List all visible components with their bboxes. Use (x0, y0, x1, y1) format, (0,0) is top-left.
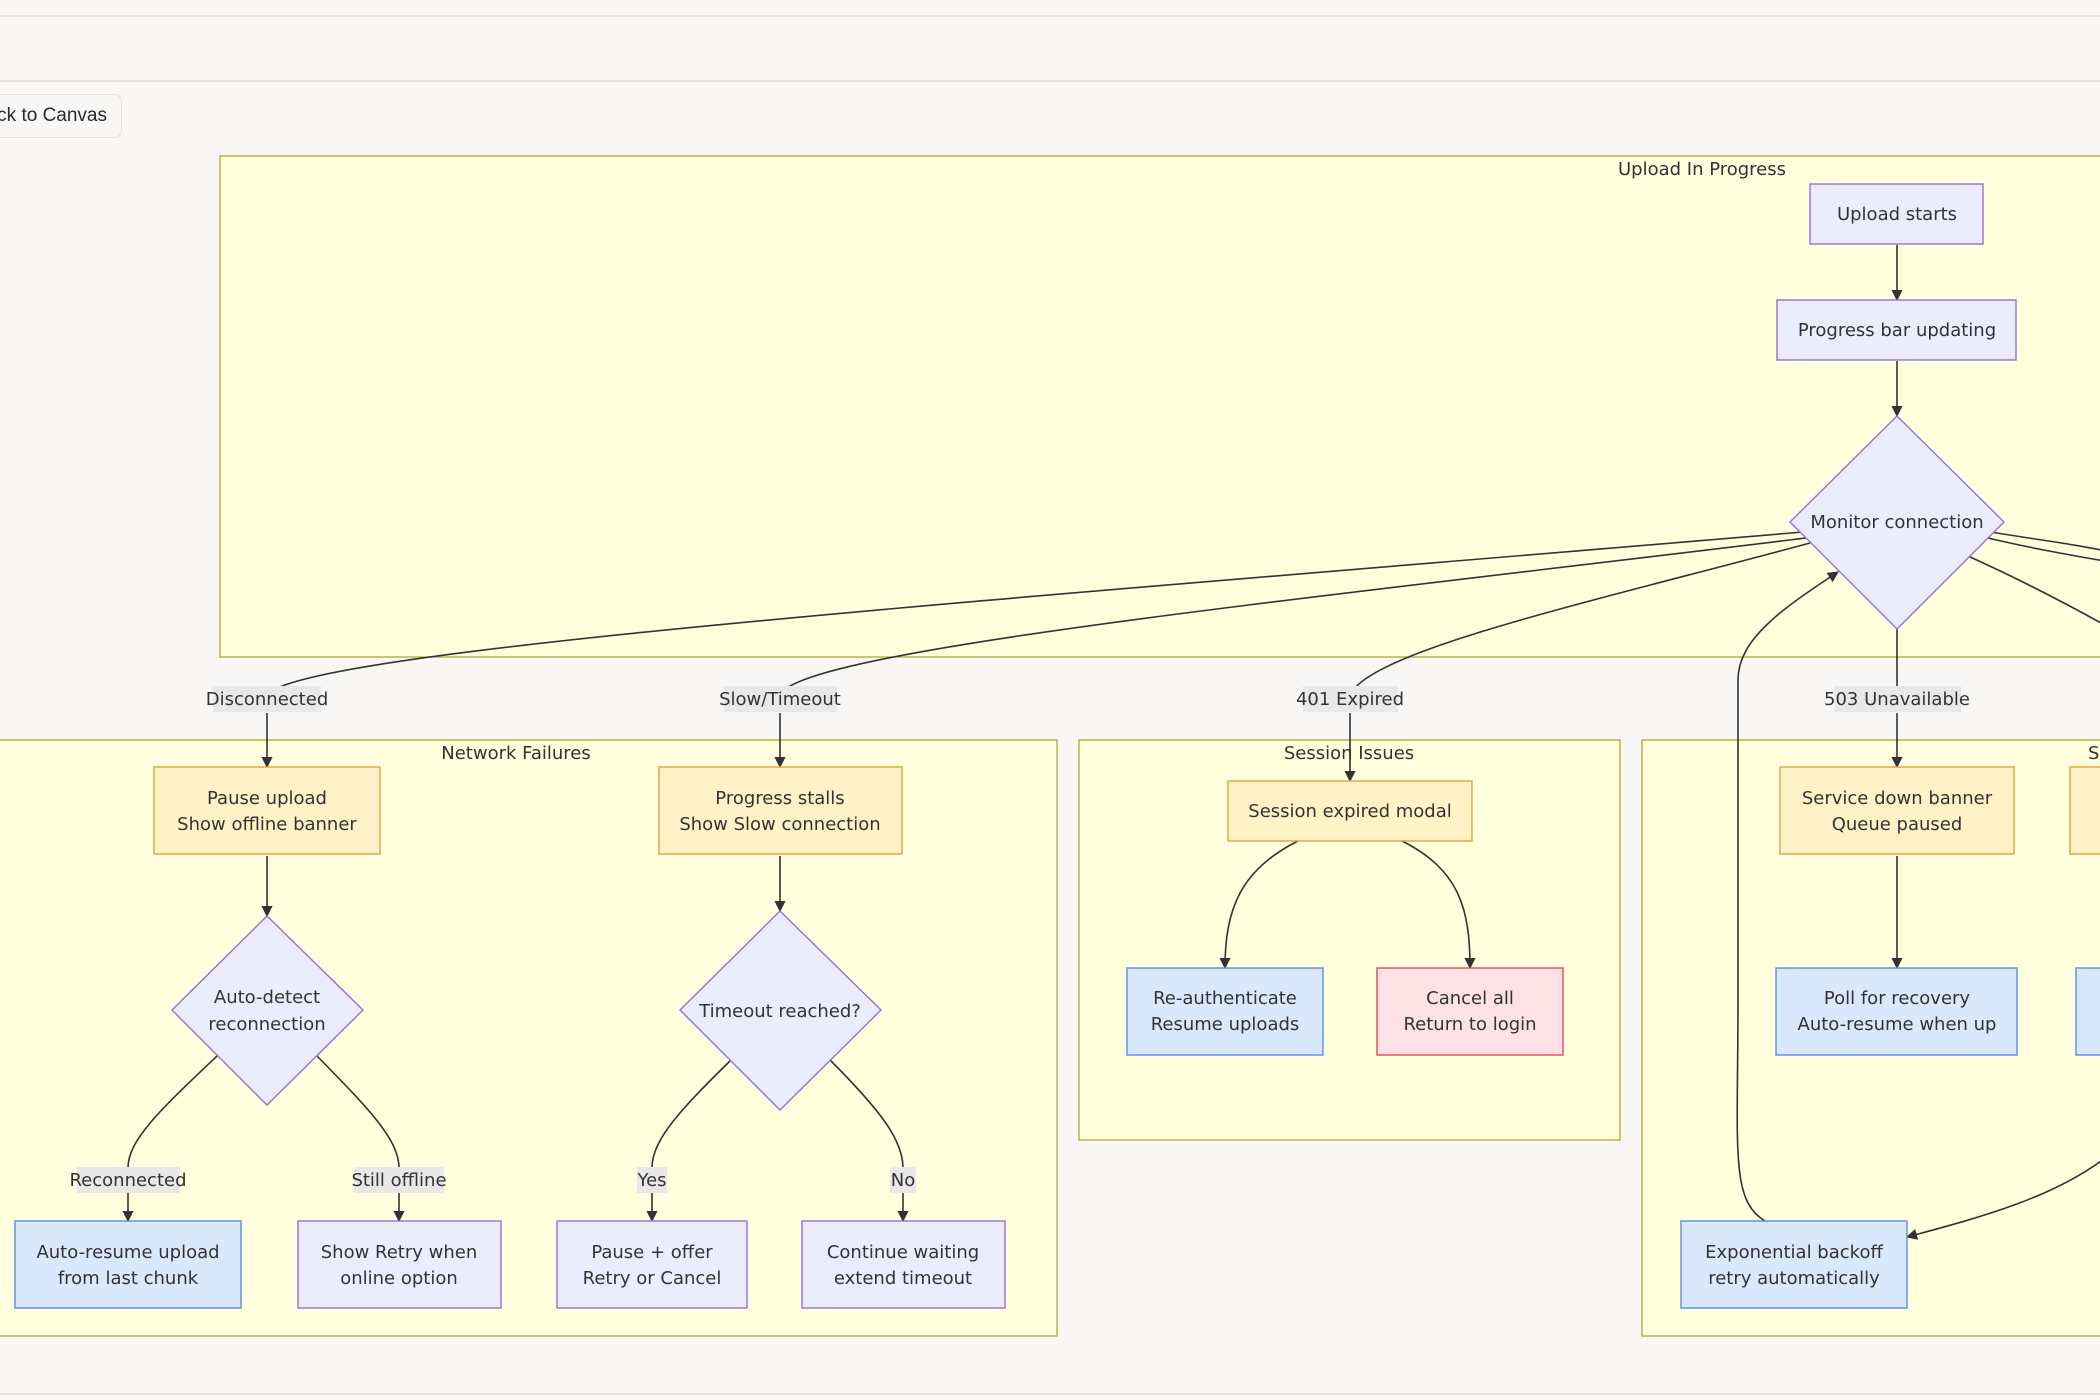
svg-text:Pause upload: Pause upload (207, 788, 327, 809)
svg-text:Slow/Timeout: Slow/Timeout (719, 689, 841, 710)
node-show-retry[interactable]: Show Retry when online option (297, 1220, 502, 1309)
edge-detect-still-offline (316, 1055, 400, 1169)
svg-text:Show Slow connection: Show Slow connection (679, 814, 880, 835)
node-pause-offer-retry[interactable]: Pause + offer Retry or Cancel (556, 1220, 748, 1309)
edge-modal-to-cancel (1401, 840, 1476, 970)
back-to-canvas-label: ck to Canvas (0, 105, 107, 126)
edge-label-still-offline: Still offline (351, 1167, 447, 1193)
edge-label-reconnected: Reconnected (69, 1167, 187, 1193)
node-poll-for-recovery[interactable]: Poll for recovery Auto-resume when up (1775, 967, 2018, 1056)
edge-label-slow-timeout: Slow/Timeout (719, 686, 841, 712)
svg-text:401 Expired: 401 Expired (1296, 689, 1404, 710)
edges (122, 245, 2100, 1240)
node-cancel-all[interactable]: Cancel all Return to login (1376, 967, 1564, 1056)
edge-label-no: No (890, 1167, 916, 1193)
node-auto-resume-upload[interactable]: Auto-resume upload from last chunk (14, 1220, 242, 1309)
svg-text:reconnection: reconnection (208, 1014, 325, 1035)
svg-text:Progress stalls: Progress stalls (715, 788, 844, 809)
svg-text:No: No (891, 1170, 915, 1191)
svg-text:Continue waiting: Continue waiting (827, 1242, 979, 1263)
node-upload-starts[interactable]: Upload starts (1809, 183, 1984, 245)
top-divider (0, 15, 2100, 17)
cluster-upload-in-progress: Upload In Progress (219, 155, 2100, 658)
node-monitor-connection[interactable]: Monitor connection (1789, 415, 2005, 630)
svg-text:Monitor connection: Monitor connection (1810, 512, 1983, 533)
edge-timeout-no (829, 1059, 904, 1169)
svg-text:extend timeout: extend timeout (834, 1268, 972, 1289)
node-progress-bar-updating[interactable]: Progress bar updating (1776, 299, 2017, 361)
svg-text:from last chunk: from last chunk (58, 1268, 199, 1289)
node-session-expired-modal[interactable]: Session expired modal (1227, 780, 1473, 842)
svg-text:online option: online option (340, 1268, 458, 1289)
node-partial-info[interactable] (2075, 967, 2100, 1056)
svg-text:Auto-detect: Auto-detect (214, 987, 320, 1008)
svg-text:Timeout reached?: Timeout reached? (698, 1001, 861, 1022)
svg-text:Poll for recovery: Poll for recovery (1824, 988, 1971, 1009)
svg-text:retry automatically: retry automatically (1708, 1268, 1880, 1289)
svg-text:Exponential backoff: Exponential backoff (1705, 1242, 1883, 1263)
node-exponential-backoff[interactable]: Exponential backoff retry automatically (1680, 1220, 1908, 1309)
edge-monitor-right-3 (1967, 555, 2100, 624)
edge-monitor-disconnected (266, 531, 1804, 696)
edge-labels: Disconnected Slow/Timeout 401 Expired 50… (69, 686, 1970, 1193)
svg-text:Disconnected: Disconnected (206, 689, 329, 710)
bottom-divider (0, 1393, 2100, 1395)
cluster-label-service: Se (2088, 743, 2100, 764)
edge-modal-to-reauth (1219, 840, 1299, 970)
svg-text:Reconnected: Reconnected (69, 1170, 186, 1191)
svg-text:Cancel all: Cancel all (1426, 988, 1514, 1009)
back-to-canvas-button[interactable]: ck to Canvas (0, 94, 122, 138)
toolbar-divider (0, 80, 2100, 82)
edge-monitor-expired (1349, 542, 1811, 696)
node-continue-waiting[interactable]: Continue waiting extend timeout (801, 1220, 1006, 1309)
node-timeout-reached[interactable]: Timeout reached? (679, 910, 882, 1111)
edge-right-to-backoff (1905, 1160, 2100, 1240)
svg-text:Retry or Cancel: Retry or Cancel (583, 1268, 722, 1289)
svg-text:Queue paused: Queue paused (1832, 814, 1963, 835)
cluster-label-network: Network Failures (441, 743, 590, 764)
node-partial-warning[interactable] (2069, 766, 2100, 855)
node-pause-upload[interactable]: Pause upload Show offline banner (153, 766, 381, 855)
edge-monitor-slow (779, 537, 1807, 696)
svg-text:Still offline: Still offline (351, 1170, 446, 1191)
edge-label-disconnected: Disconnected (206, 686, 329, 712)
node-re-authenticate[interactable]: Re-authenticate Resume uploads (1126, 967, 1324, 1056)
svg-text:Auto-resume when up: Auto-resume when up (1798, 1014, 1997, 1035)
svg-text:Session expired modal: Session expired modal (1248, 801, 1451, 822)
edge-label-yes: Yes (636, 1167, 667, 1193)
svg-text:Service down banner: Service down banner (1802, 788, 1993, 809)
node-progress-stalls[interactable]: Progress stalls Show Slow connection (658, 766, 903, 855)
edge-label-401-expired: 401 Expired (1296, 686, 1404, 712)
svg-text:Yes: Yes (636, 1170, 666, 1191)
node-auto-detect-reconnection[interactable]: Auto-detect reconnection (171, 915, 364, 1106)
svg-text:Pause + offer: Pause + offer (591, 1242, 713, 1263)
edge-label-503-unavailable: 503 Unavailable (1824, 686, 1970, 712)
svg-text:Show Retry when: Show Retry when (321, 1242, 478, 1263)
svg-text:Auto-resume upload: Auto-resume upload (36, 1242, 219, 1263)
svg-text:Re-authenticate: Re-authenticate (1153, 988, 1297, 1009)
svg-text:503 Unavailable: 503 Unavailable (1824, 689, 1970, 710)
svg-text:Progress bar updating: Progress bar updating (1798, 320, 1996, 341)
edge-detect-reconnected (127, 1055, 218, 1169)
svg-text:Return to login: Return to login (1403, 1014, 1536, 1035)
edge-backoff-to-monitor (1736, 571, 1839, 1222)
node-service-down-banner[interactable]: Service down banner Queue paused (1779, 766, 2015, 855)
svg-text:Upload starts: Upload starts (1837, 204, 1957, 225)
edge-monitor-right-2 (1987, 537, 2100, 562)
svg-text:Resume uploads: Resume uploads (1151, 1014, 1300, 1035)
edge-timeout-yes (651, 1059, 732, 1169)
svg-text:Show offline banner: Show offline banner (177, 814, 357, 835)
cluster-label-upload: Upload In Progress (1618, 159, 1786, 180)
cluster-label-session: Session Issues (1284, 743, 1414, 764)
